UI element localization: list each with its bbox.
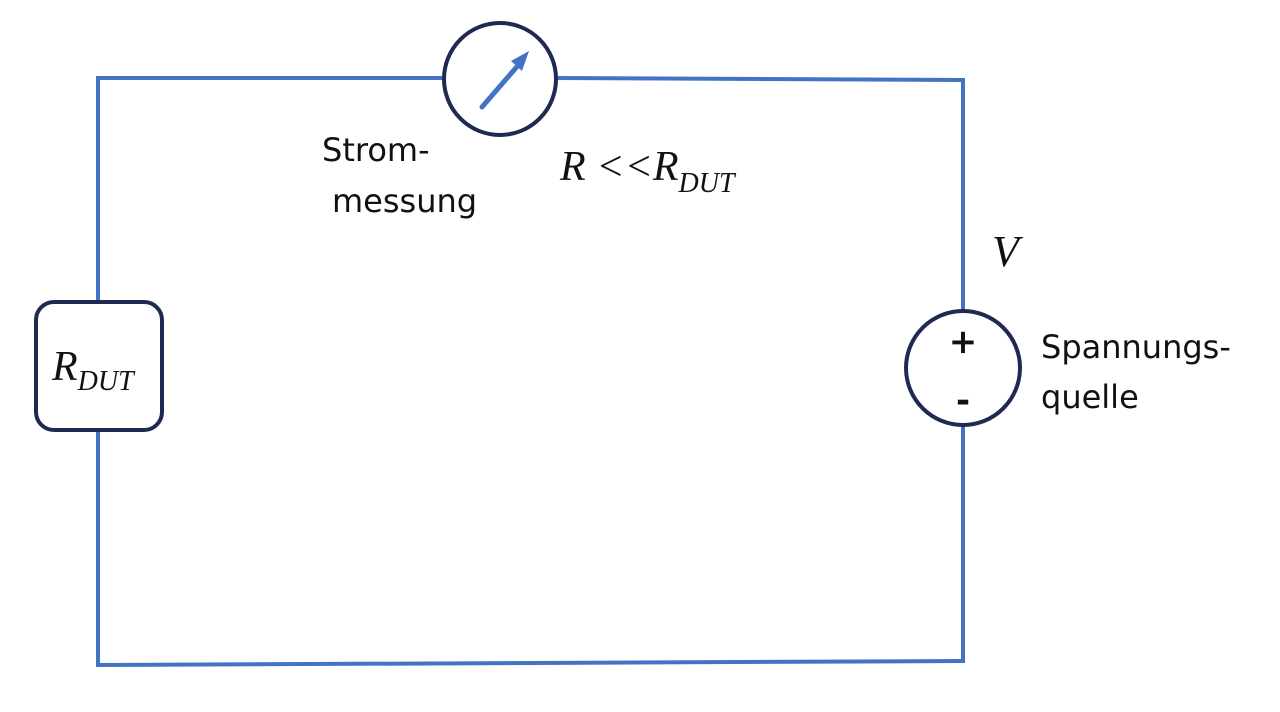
dut-subscript: DUT [77, 366, 136, 397]
ammeter-circle [442, 21, 558, 137]
dut-symbol: R [51, 344, 78, 390]
condition-R: R [559, 144, 586, 190]
ammeter-label-line1: Strom- [322, 131, 430, 169]
condition-rhs-R: R [652, 144, 679, 190]
wire-top-right [553, 75, 966, 83]
device-under-test: RDUT [34, 300, 164, 432]
voltage-symbol: V [992, 227, 1024, 276]
condition-rhs-subscript: DUT [678, 168, 737, 199]
minus-sign: - [956, 381, 970, 421]
dut-box [34, 300, 164, 432]
dut-label: RDUT [51, 344, 136, 397]
voltage-source-label-line1: Spannungs- [1041, 328, 1231, 366]
wire-bottom [95, 658, 966, 668]
ammeter [442, 21, 558, 137]
circuit-wires [95, 75, 966, 668]
ammeter-arrowhead-icon [511, 51, 529, 71]
plus-sign: + [949, 322, 978, 362]
ammeter-needle-arrow [479, 59, 524, 110]
condition-relation: << [586, 144, 653, 190]
ammeter-label-line2: messung [332, 182, 477, 220]
voltage-source-label-line2: quelle [1041, 378, 1139, 416]
voltage-source-circle [904, 309, 1022, 427]
voltage-source: + - [904, 309, 1022, 427]
resistance-condition: R <<RDUT [559, 144, 737, 199]
